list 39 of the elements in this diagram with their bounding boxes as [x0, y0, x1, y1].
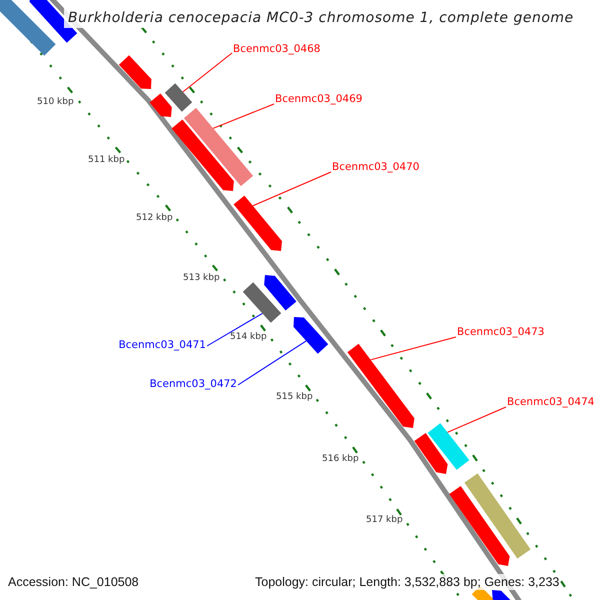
- gene-label: Bcenmc03_0471: [118, 339, 206, 351]
- leader-line: [182, 52, 232, 92]
- footer-text: Accession: NC_010508: [8, 574, 139, 590]
- leader-line: [238, 340, 307, 386]
- gene-label: Bcenmc03_0468: [233, 43, 320, 55]
- gene-bar: [0, 0, 56, 56]
- gene-label: Bcenmc03_0473: [457, 326, 544, 338]
- gene-feature: [264, 275, 296, 310]
- tick-label: 514 kbp: [230, 332, 267, 343]
- gene-feature: [414, 433, 448, 474]
- tick-label: 512 kbp: [136, 213, 173, 224]
- tick-label: 511 kbp: [88, 155, 125, 166]
- gene-feature: [449, 486, 510, 566]
- gene-feature: [118, 55, 152, 89]
- tick-label: 515 kbp: [276, 392, 313, 403]
- gene-feature: [347, 344, 414, 428]
- leader-line: [370, 336, 456, 360]
- gene-feature: [172, 120, 234, 191]
- tick-label: 510 kbp: [37, 97, 74, 108]
- gene-bar: [184, 108, 254, 186]
- leader-line: [212, 104, 274, 129]
- leader-line: [252, 172, 332, 206]
- leader-line: [447, 406, 506, 433]
- tick-label: 513 kbp: [183, 273, 220, 284]
- gene-bar: [164, 83, 192, 112]
- gene-feature: [234, 196, 282, 251]
- gene-bar: [464, 473, 531, 559]
- leader-line: [206, 312, 263, 346]
- gene-label: Bcenmc03_0474: [507, 396, 594, 408]
- gene-label: Bcenmc03_0469: [275, 93, 362, 105]
- gene-feature: [294, 317, 328, 354]
- gene-label: Bcenmc03_0470: [332, 161, 420, 173]
- gene-bar: [242, 282, 282, 323]
- gene-feature: [150, 94, 172, 117]
- gene-label: Bcenmc03_0472: [150, 378, 237, 390]
- footer-text: Topology: circular; Length: 3,532,883 bp; Genes: 3,233: [255, 574, 560, 590]
- tick-label: 517 kbp: [366, 515, 403, 526]
- tick-label: 516 kbp: [322, 454, 359, 465]
- gene-bar: [428, 423, 470, 470]
